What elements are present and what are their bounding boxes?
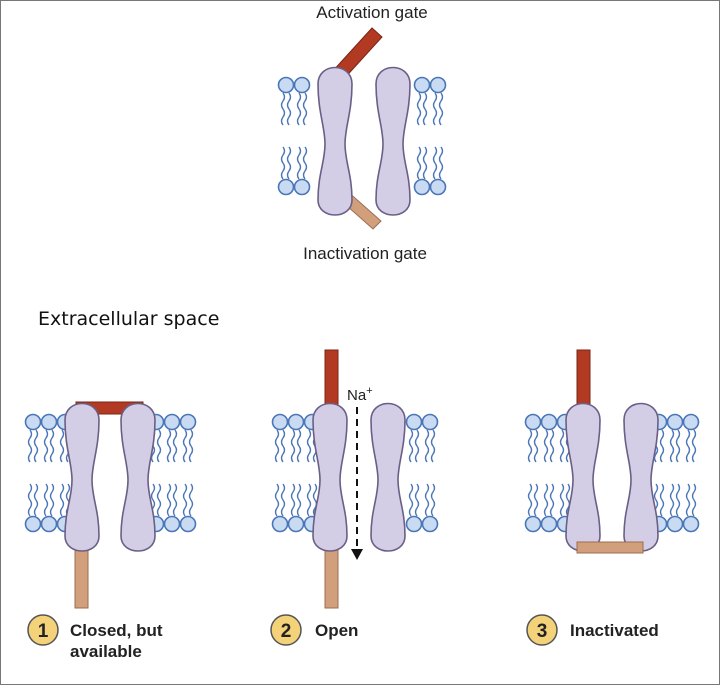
activation-gate-label: Activation gate bbox=[316, 3, 428, 22]
channel-subunit-left-3 bbox=[565, 402, 601, 552]
step-3: 3 Inactivated bbox=[526, 614, 659, 646]
channel-subunit-right-top bbox=[375, 66, 411, 216]
step-1-badge bbox=[27, 614, 59, 646]
step-2-badge bbox=[270, 614, 302, 646]
membrane-right-3 bbox=[650, 413, 700, 533]
step-3-badge bbox=[526, 614, 558, 646]
membrane-right-1 bbox=[147, 413, 197, 533]
step-2: 2 Open bbox=[270, 614, 358, 646]
top-channel: Activation gate Inactivation gate bbox=[277, 3, 447, 263]
step-1-label-line1: Closed, but bbox=[70, 621, 163, 640]
channel-subunit-left-1 bbox=[64, 402, 100, 552]
membrane-left-3 bbox=[524, 413, 574, 533]
membrane-right-2 bbox=[405, 413, 439, 533]
membrane-left-2 bbox=[271, 413, 321, 533]
inactivation-gate-label: Inactivation gate bbox=[303, 244, 427, 263]
step-1-number: 1 bbox=[38, 621, 49, 642]
step-1-label-line2: available bbox=[70, 642, 142, 661]
channel-subunit-left-2 bbox=[312, 402, 348, 552]
channel-subunit-left-top bbox=[317, 66, 353, 216]
channel-state-open: Na+ bbox=[271, 349, 439, 609]
channel-subunit-right-1 bbox=[120, 402, 156, 552]
sodium-ion-label: Na+ bbox=[347, 385, 373, 404]
step-3-number: 3 bbox=[537, 621, 548, 642]
channel-subunit-right-3 bbox=[623, 402, 659, 552]
inactivation-gate-blocking bbox=[576, 541, 644, 554]
membrane-right-top bbox=[413, 76, 447, 196]
step-2-label: Open bbox=[315, 621, 358, 640]
step-3-label: Inactivated bbox=[570, 621, 659, 640]
step-2-number: 2 bbox=[281, 621, 292, 642]
step-1: 1 Closed, but available bbox=[27, 614, 163, 661]
extracellular-space-label: Extracellular space bbox=[38, 308, 219, 330]
membrane-left-top bbox=[277, 76, 311, 196]
channel-state-closed bbox=[24, 401, 197, 609]
sodium-flow-arrowhead bbox=[351, 549, 363, 560]
channel-subunit-right-2 bbox=[370, 402, 406, 552]
channel-state-inactivated bbox=[524, 349, 700, 554]
